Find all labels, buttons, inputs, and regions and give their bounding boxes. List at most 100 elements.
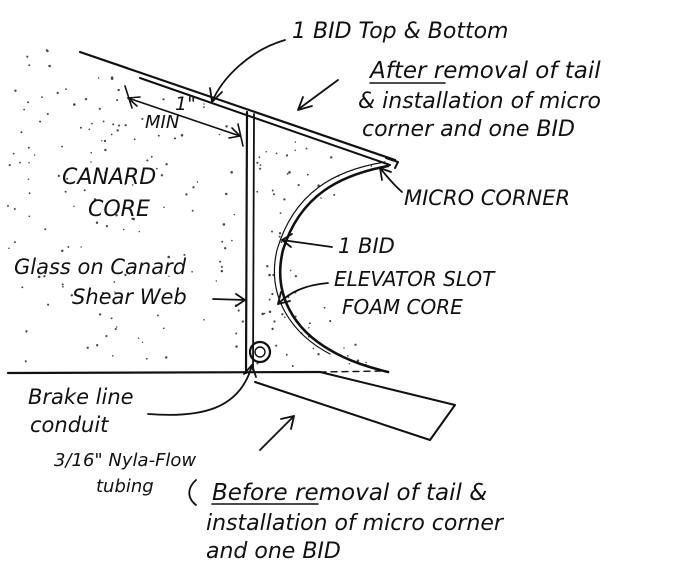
stipple-dot [281,313,284,316]
stipple-dot [13,208,16,210]
brake-conduit-inner [254,346,266,358]
stipple-dot [21,286,24,289]
stipple-dot [25,331,27,333]
micro-corner-tip [385,157,399,169]
leader-before [259,415,295,451]
stipple-dot [192,186,195,189]
stipple-dot [118,124,121,127]
stipple-dot [333,193,336,196]
stipple-dot [80,246,82,248]
stipple-dot [275,152,278,155]
stipple-dot [256,161,259,164]
stipple-dot [131,184,134,186]
stipple-dot [160,174,164,177]
stipple-dot [330,156,333,159]
stipple-dot [62,285,64,288]
stipple-dot [185,193,188,196]
stipple-dot [268,273,271,277]
stipple-dot [79,126,82,129]
arrow-brake [243,364,257,378]
stipple-dot [112,123,115,126]
stipple-dot [90,161,92,163]
dim-tick-left [124,85,133,109]
stipple-dot [61,145,63,148]
label-glass-2: Shear Web [72,285,187,309]
stipple-dot [57,174,60,178]
stipple-dot [95,221,99,225]
stipple-dot [110,76,114,79]
stipple-dot [237,309,240,312]
label-before-line-3: and one BID [206,539,341,564]
stipple-dot [283,198,286,201]
stipple-dot [24,360,27,363]
stipple-dot [203,103,205,105]
label-brake-1: Brake line [28,385,134,409]
stipple-dot [308,322,311,325]
stipple-dot [19,161,21,164]
canard-core-stipple [7,49,244,363]
stipple-dot [97,77,100,79]
label-after-line-2: & installation of micro [358,89,601,114]
shear-web-right [252,113,255,371]
stipple-dot [218,133,221,136]
label-elevator-2: FOAM CORE [342,295,463,319]
stipple-dot [271,327,274,331]
dim-line [127,97,241,137]
stipple-dot [115,214,118,217]
stipple-dot [263,312,266,315]
stipple-dot [73,205,75,208]
stipple-dot [233,213,236,216]
stipple-dot [110,317,113,320]
stipple-dot [46,112,49,116]
stipple-dot [343,347,345,349]
arrow-one-bid [281,233,293,248]
stipple-dot [122,228,125,231]
stipple-dot [43,275,46,278]
stipple-dot [278,232,282,235]
stipple-dot [110,133,113,136]
stipple-dot [103,139,107,143]
stipple-dot [70,294,74,297]
leader-one-bid [281,239,333,248]
label-one-bid: 1 BID [338,234,395,258]
dim-tick-right [237,123,244,147]
stipple-dot [93,198,97,201]
elevator-slot-curve-inner [273,161,386,355]
stipple-dot [165,163,168,166]
stipple-dot [305,147,308,150]
stipple-dot [117,88,120,92]
stipple-dot [308,327,310,329]
stipple-dot [294,315,297,318]
stipple-dot [146,159,149,162]
stipple-dot [39,120,42,123]
brake-conduit-outer [248,340,272,364]
stipple-dot [291,365,294,367]
stipple-dot [284,316,286,318]
stipple-dot [173,137,177,140]
stipple-dot [261,312,264,316]
stipple-dot [221,240,224,243]
stipple-dot [83,189,86,192]
label-top-bid: 1 BID Top & Bottom [292,19,509,44]
stipple-dot [132,217,135,221]
stipple-dot [191,270,193,273]
stipple-dot [98,313,102,316]
stipple-dot [156,314,159,317]
stipple-dot [222,223,226,226]
stipple-dot [155,167,158,170]
stipple-dot [26,55,29,58]
stipple-dot [8,164,11,167]
stipple-dot [28,215,31,218]
bottom-skin [6,370,322,375]
stipple-dot [329,320,332,323]
leader-shear-web [212,298,246,301]
stipple-dot [46,49,49,53]
stipple-dot [220,265,223,268]
stipple-dot [168,275,170,278]
dim-arrow-right [228,127,241,139]
top-skin-inner [139,77,391,166]
stipple-dot [91,122,93,125]
stipple-dot [191,209,194,212]
stipple-dot [141,117,144,120]
